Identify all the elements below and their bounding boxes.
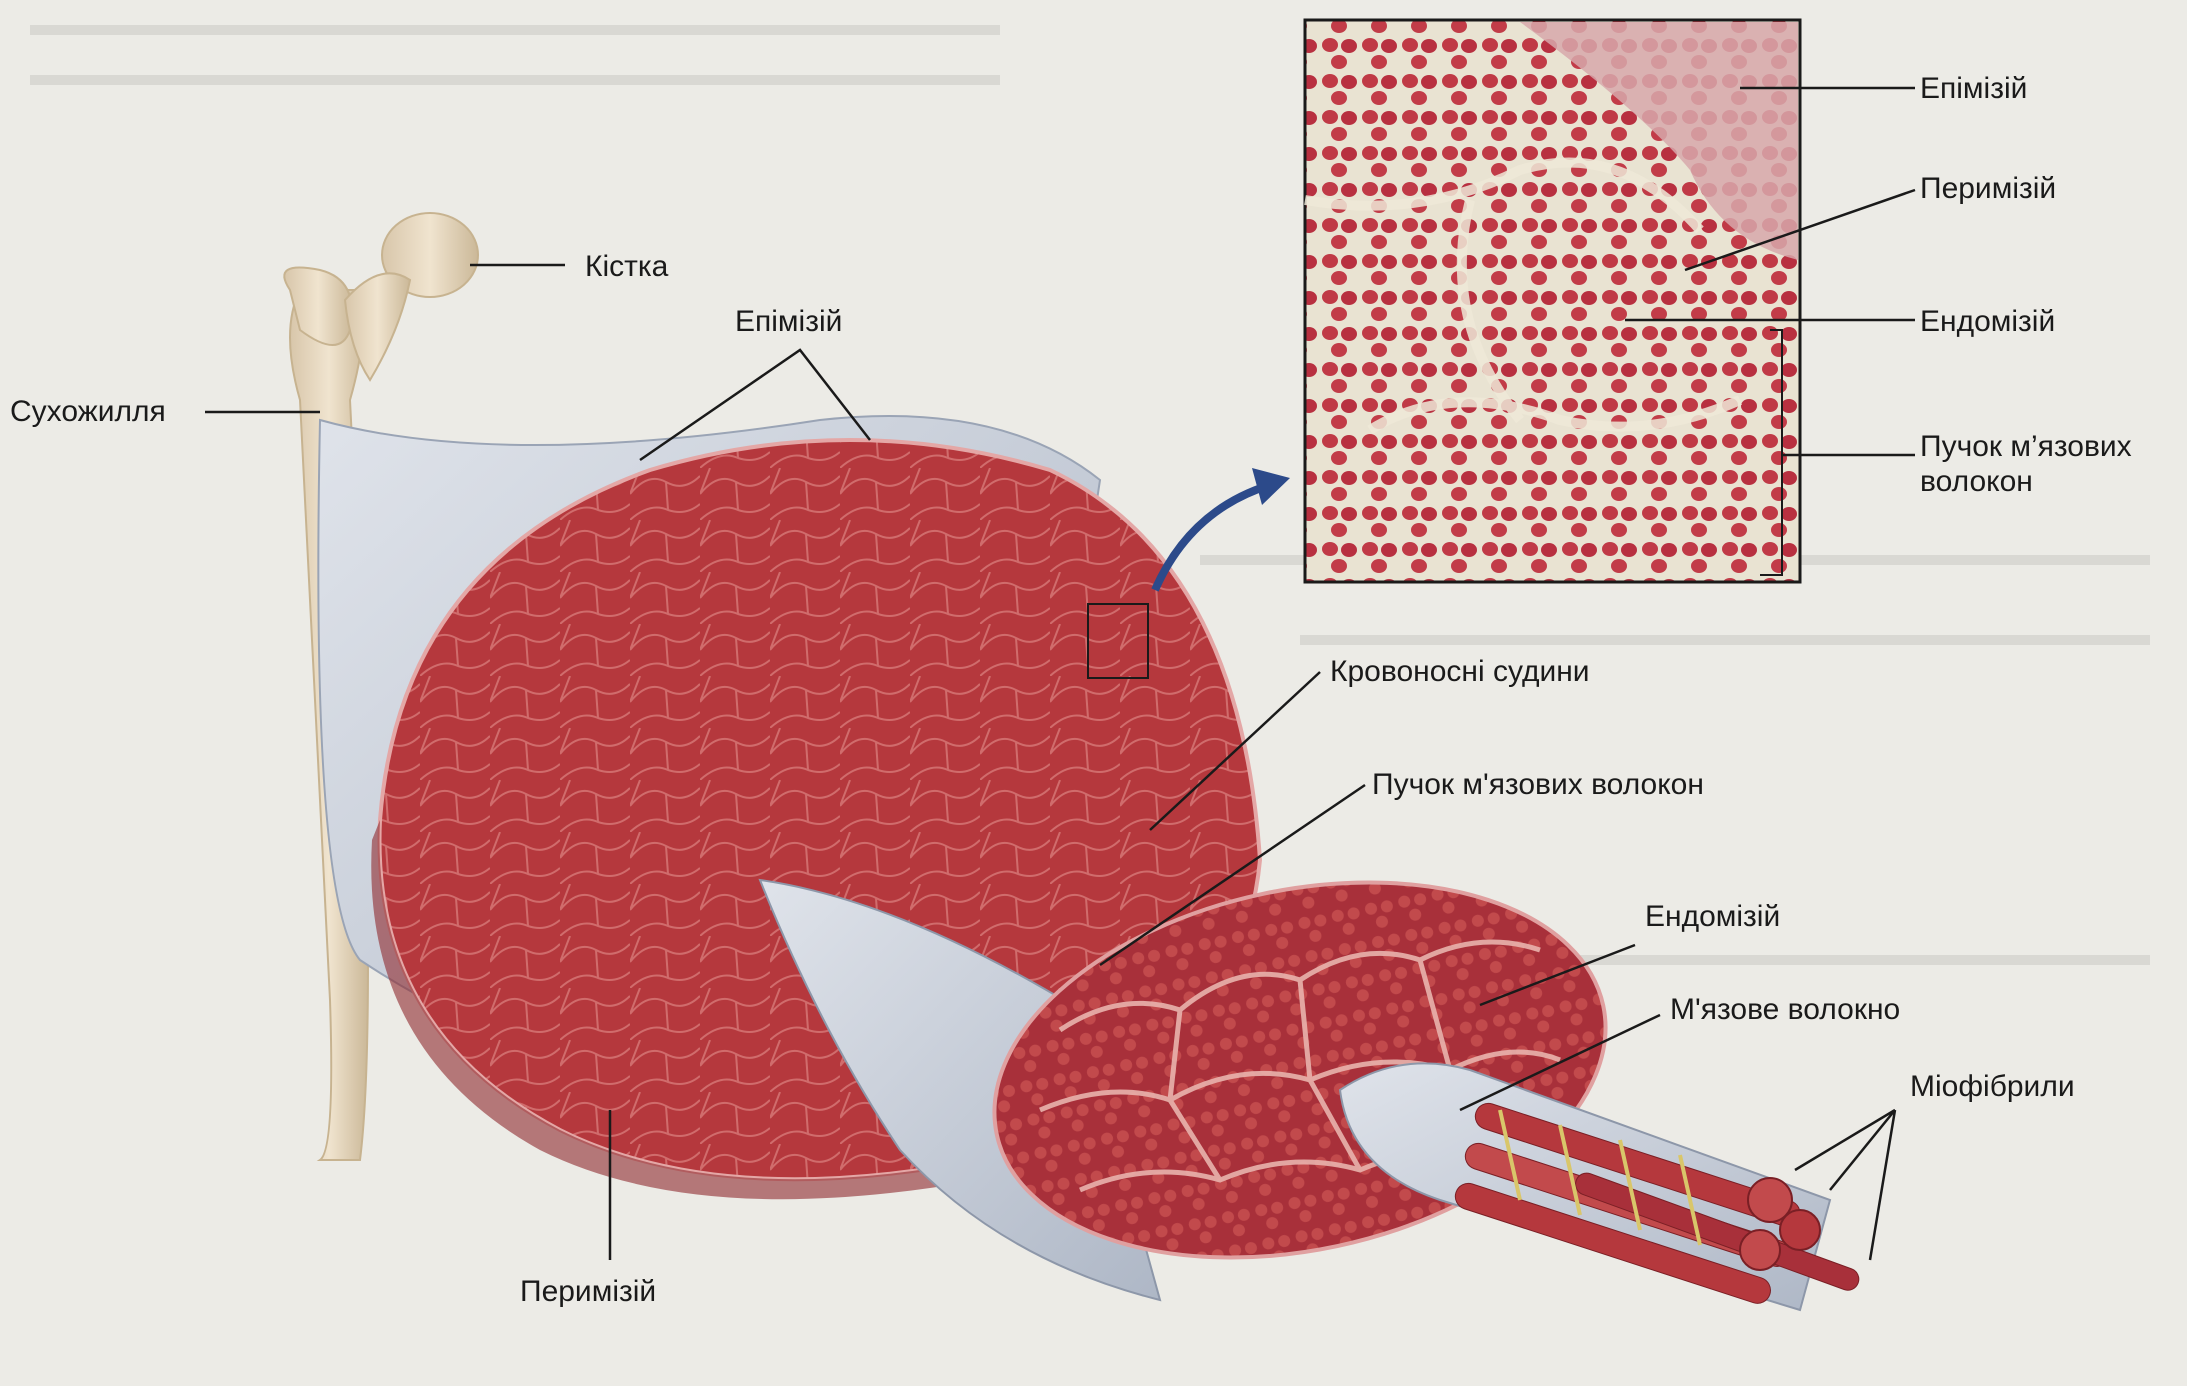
micrograph-inset bbox=[1305, 20, 1800, 582]
label-myofibrils: Міофібрили bbox=[1910, 1070, 2075, 1105]
label-bone: Кістка bbox=[585, 250, 668, 285]
label-fascicle-main: Пучок м'язових волокон bbox=[1372, 768, 1704, 803]
label-inset-epimysium: Епімізій bbox=[1920, 72, 2027, 107]
label-perimysium-main: Перимізій bbox=[520, 1275, 656, 1310]
label-blood-vessels: Кровоносні судини bbox=[1330, 655, 1590, 690]
label-inset-fascicle: Пучок м’язових волокон bbox=[1920, 430, 2132, 499]
label-muscle-fiber: М'язове волокно bbox=[1670, 993, 1900, 1028]
label-inset-endomysium: Ендомізій bbox=[1920, 305, 2055, 340]
label-inset-perimysium: Перимізій bbox=[1920, 172, 2056, 207]
label-endomysium-main: Ендомізій bbox=[1645, 900, 1780, 935]
label-tendon: Сухожилля bbox=[10, 395, 166, 430]
label-epimysium-main: Епімізій bbox=[735, 305, 842, 340]
zoom-arrow bbox=[1155, 468, 1290, 590]
